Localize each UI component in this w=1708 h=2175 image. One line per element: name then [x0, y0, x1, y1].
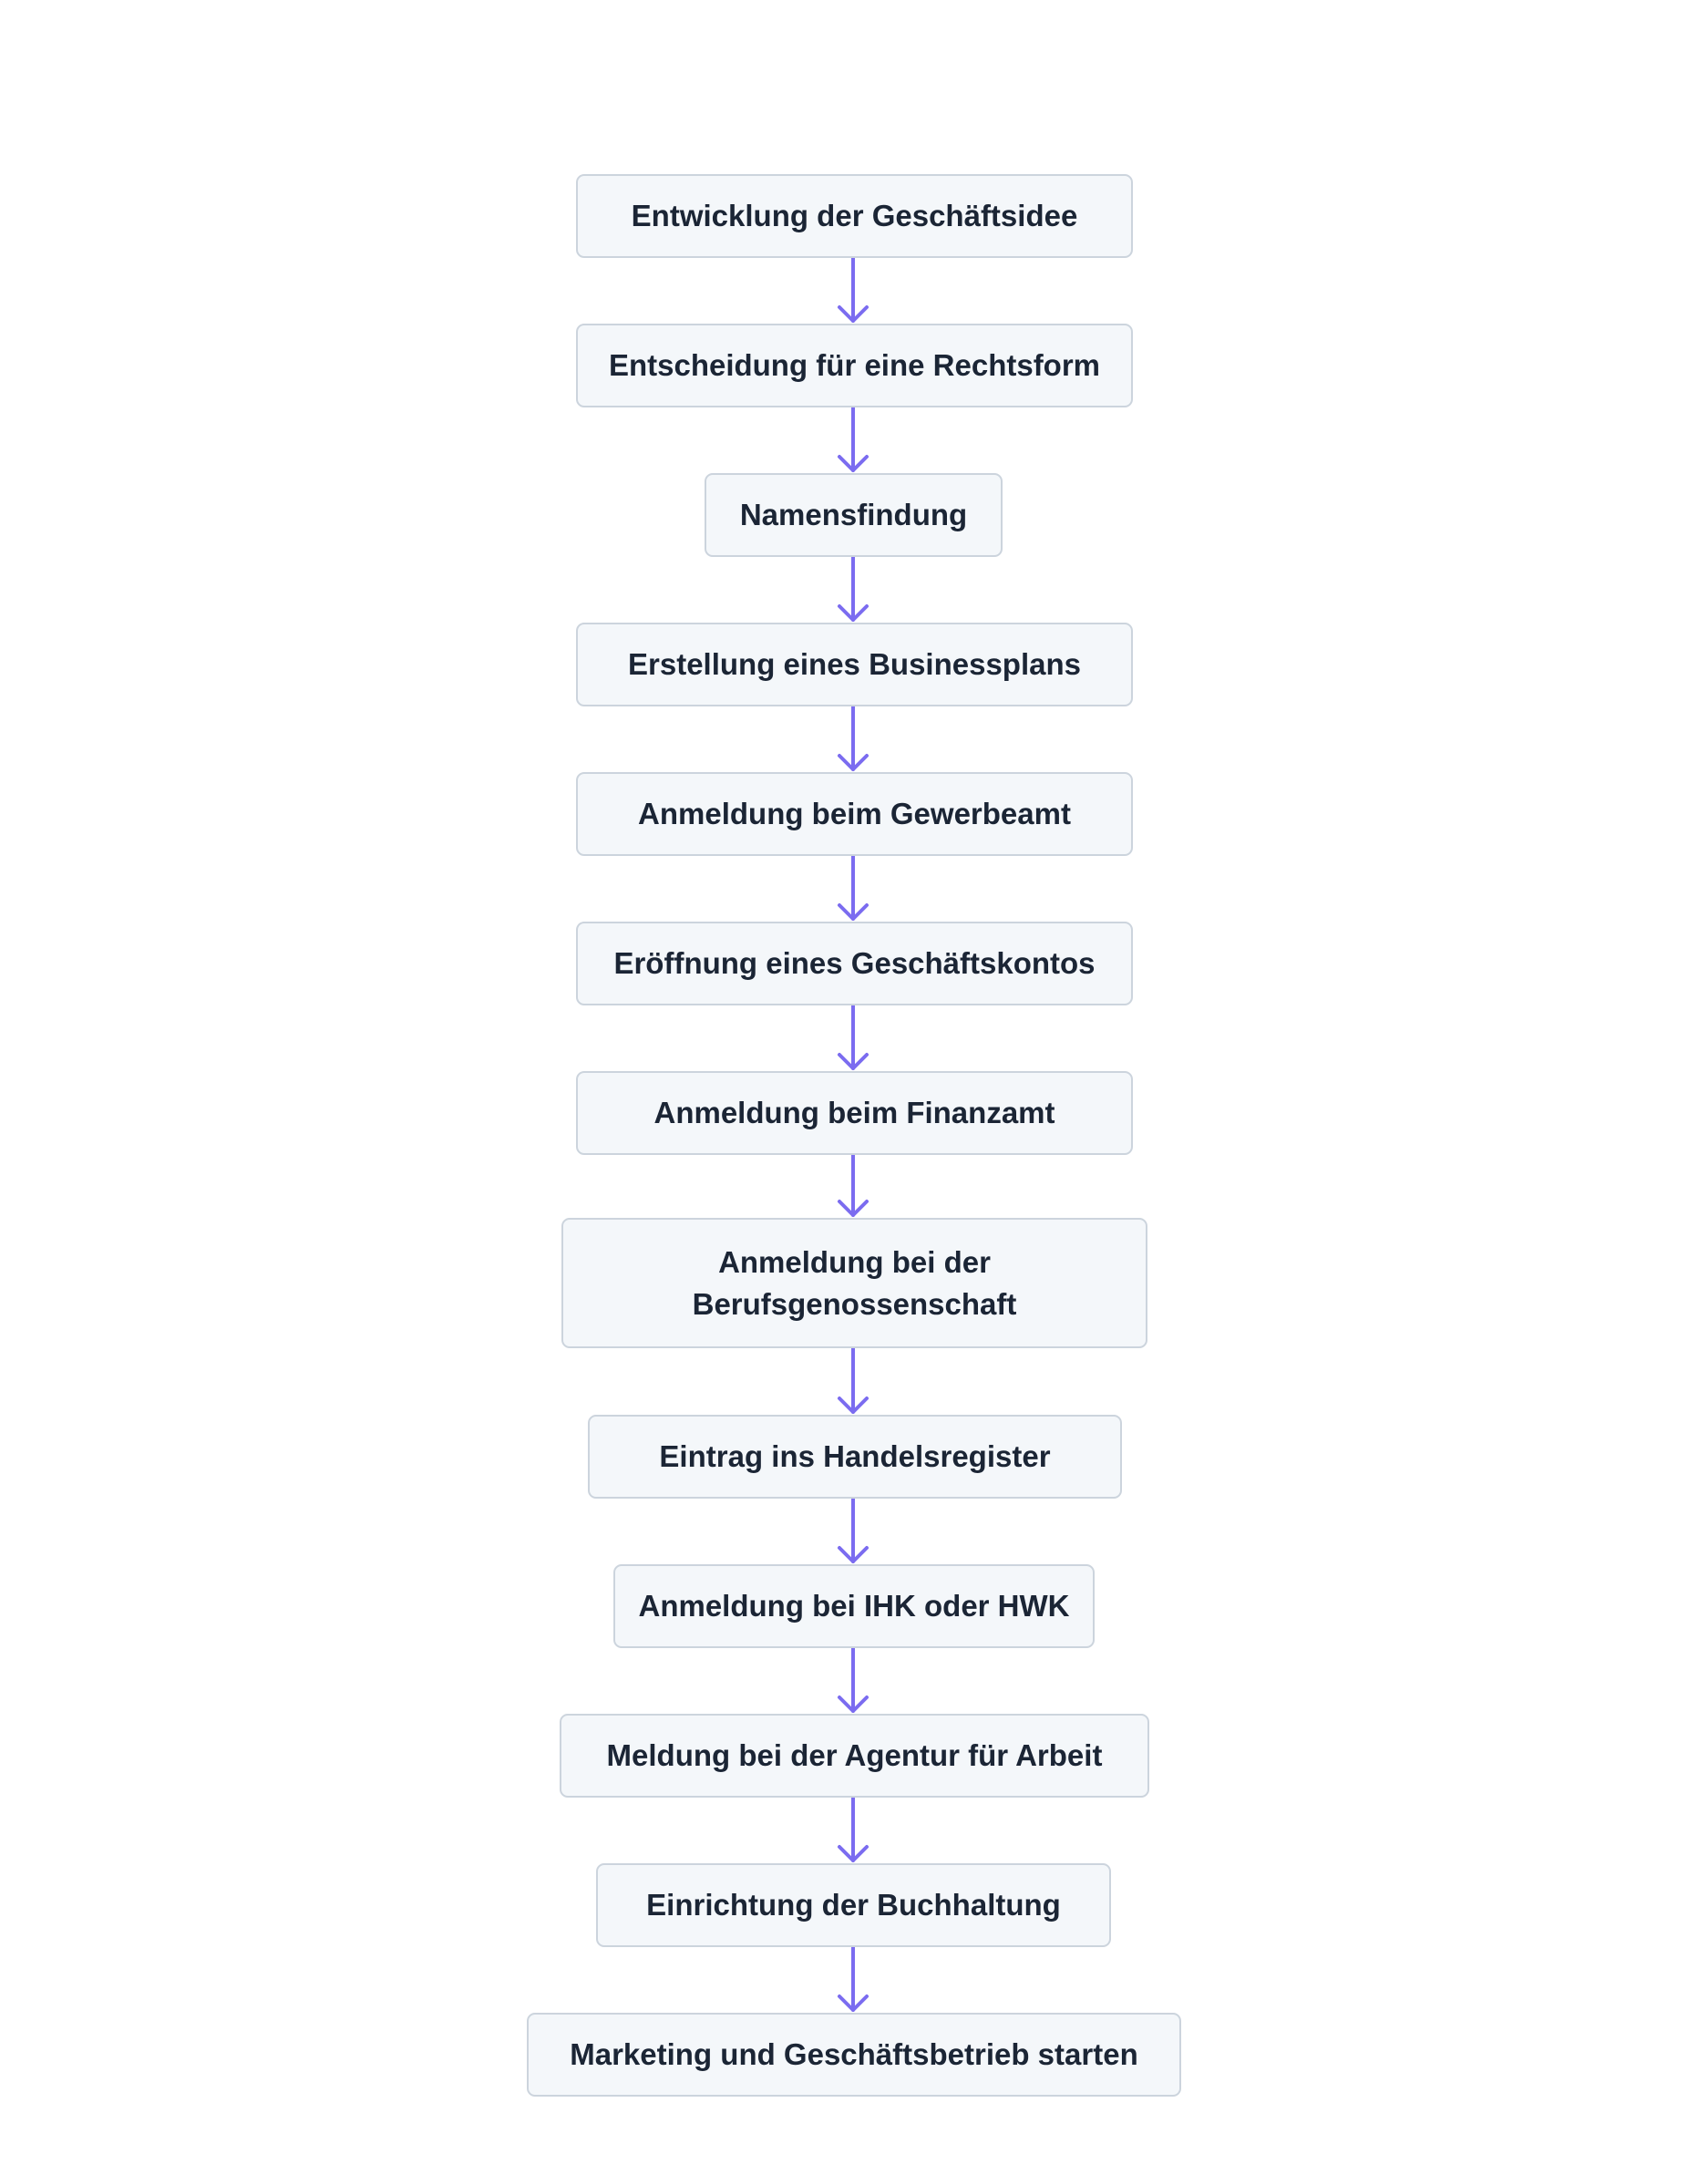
connector-arrow-9 [838, 1497, 869, 1563]
arrowhead [838, 455, 869, 472]
connector-arrow-4 [838, 705, 869, 771]
step-entwicklung-geschaeftsidee: Entwicklung der Geschäftsidee [576, 174, 1133, 258]
arrowhead [838, 1995, 869, 2012]
connector-arrow-7 [838, 1153, 869, 1217]
step-handelsregister: Eintrag ins Handelsregister [588, 1415, 1122, 1499]
step-buchhaltung: Einrichtung der Buchhaltung [596, 1863, 1111, 1947]
connector-arrow-6 [838, 1004, 869, 1070]
arrowhead [838, 903, 869, 921]
connector-arrow-10 [838, 1646, 869, 1713]
step-geschaeftsbetrieb: Marketing und Geschäftsbetrieb starten [527, 2013, 1181, 2097]
connector-arrow-3 [838, 555, 869, 622]
connector-arrow-1 [838, 256, 869, 323]
connector-arrow-11 [838, 1796, 869, 1862]
connector-arrow-12 [838, 1945, 869, 2012]
arrowhead [838, 1546, 869, 1563]
connector-arrow-2 [838, 406, 869, 472]
step-berufsgenossenschaft: Anmeldung bei der Berufsgenossenschaft [561, 1218, 1147, 1348]
arrowhead [838, 1200, 869, 1217]
step-ihk-hwk: Anmeldung bei IHK oder HWK [613, 1564, 1095, 1648]
connector-arrow-5 [838, 854, 869, 921]
step-namensfindung: Namensfindung [705, 473, 1003, 557]
step-gewerbeamt: Anmeldung beim Gewerbeamt [576, 772, 1133, 856]
step-rechtsform: Entscheidung für eine Rechtsform [576, 324, 1133, 407]
arrowhead [838, 1397, 869, 1414]
arrowhead [838, 1696, 869, 1713]
arrowhead [838, 1845, 869, 1862]
step-businessplan: Erstellung eines Businessplans [576, 623, 1133, 706]
arrowhead [838, 305, 869, 323]
step-geschaeftskonto: Eröffnung eines Geschäftskontos [576, 922, 1133, 1005]
arrowhead [838, 604, 869, 622]
arrowhead [838, 1053, 869, 1070]
connector-arrow-8 [838, 1346, 869, 1414]
step-agentur-fuer-arbeit: Meldung bei der Agentur für Arbeit [560, 1714, 1149, 1798]
arrowhead [838, 754, 869, 771]
step-finanzamt: Anmeldung beim Finanzamt [576, 1071, 1133, 1155]
